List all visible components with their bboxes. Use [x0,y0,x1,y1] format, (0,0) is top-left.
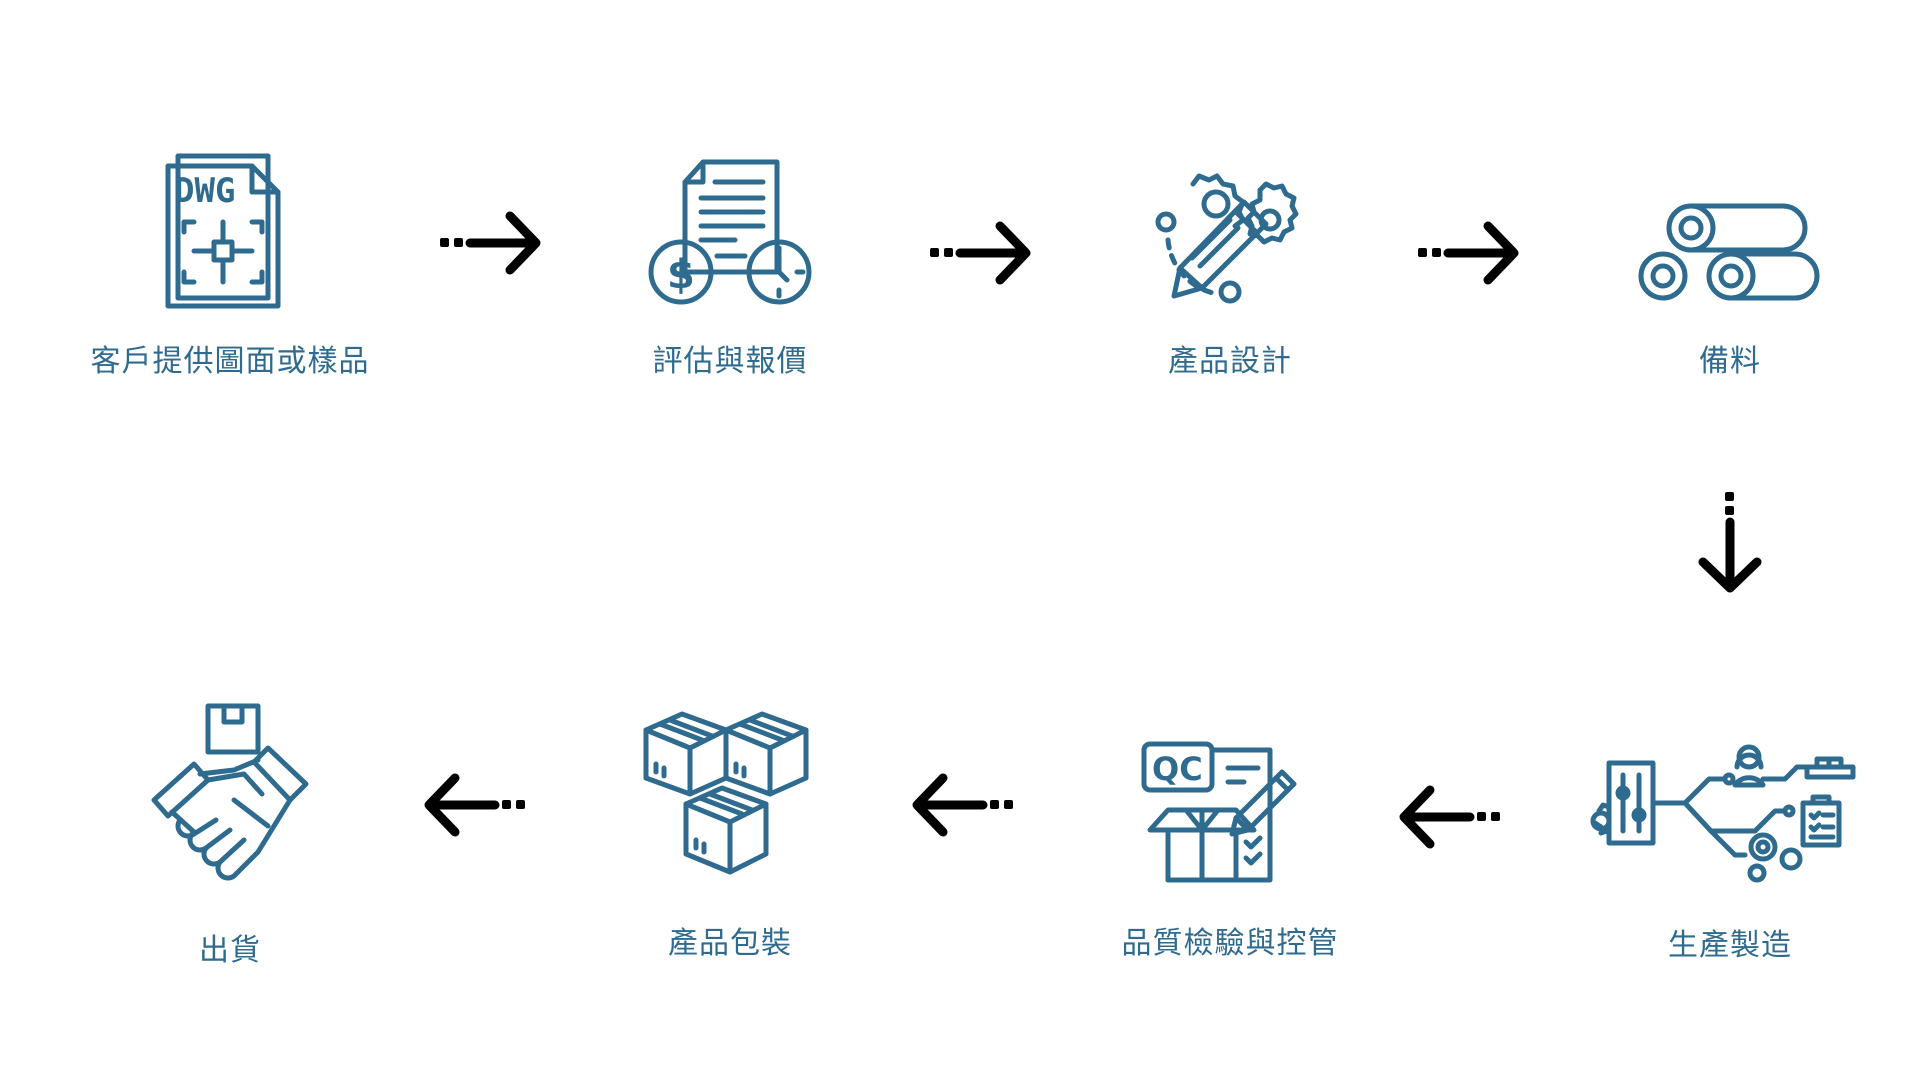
step-label-8: 出貨 [199,933,261,968]
qc-inspection-icon: QC [1138,738,1308,888]
step-label-2: 評估與報價 [652,344,808,379]
material-pipes-icon [1635,200,1820,310]
manufacturing-process-icon [1585,735,1860,885]
quotation-document-icon: $ [645,152,815,307]
stacked-boxes-icon [640,708,820,888]
dollar-sign: $ [667,252,695,298]
handshake-delivery-icon [150,700,310,890]
step-label-7: 產品包裝 [668,926,792,961]
arrow-left-3 [420,770,525,840]
step-label-3: 產品設計 [1168,344,1292,379]
step-label-1: 客戶提供圖面或樣品 [90,344,370,379]
design-pencil-gears-icon [1148,150,1308,310]
qc-label: QC [1152,750,1203,788]
arrow-down [1695,492,1765,597]
step-label-5: 生產製造 [1668,928,1792,963]
dwg-drawing-icon: DWG [160,150,300,310]
step-label-4: 備料 [1699,344,1761,379]
arrow-left-2 [908,770,1013,840]
arrow-right-1 [440,208,545,278]
arrow-right-3 [1418,218,1523,288]
arrow-right-2 [930,218,1035,288]
step-label-6: 品質檢驗與控管 [1121,926,1339,961]
arrow-left-1 [1395,782,1500,852]
dwg-label: DWG [174,171,235,211]
